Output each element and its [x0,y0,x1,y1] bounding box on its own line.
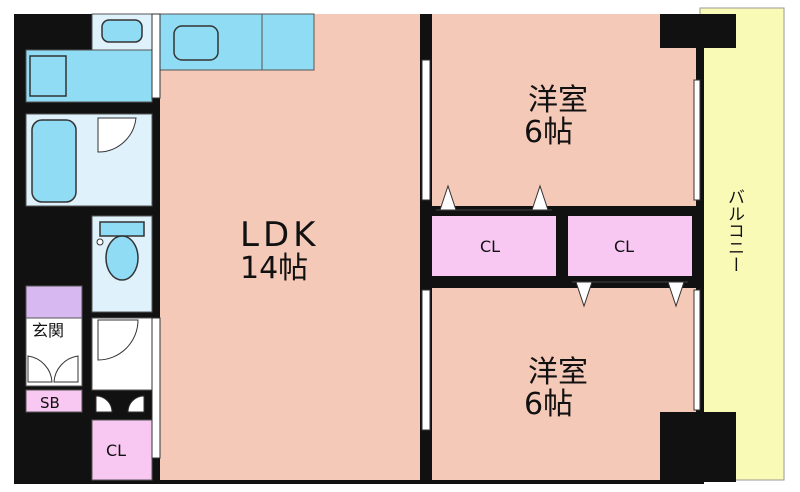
closet-3-floor [91,419,153,481]
window [693,289,701,411]
wall-corner [660,412,700,482]
ldk-floor [160,14,420,480]
wall-corner [660,14,696,48]
toilet-tank-icon [99,221,145,237]
shoe-box-label: SB [40,394,60,412]
sliding-door [151,13,161,99]
bath-door-icon [97,117,137,153]
western-room-2-floor [432,288,696,480]
western-room-2-size: 6帖 [524,387,573,422]
entrance-label: 玄関 [32,321,64,340]
entrance-door-icon [27,355,53,383]
balcony-area [699,7,785,481]
wall-corner [696,14,736,48]
washing-machine-icon [29,55,67,97]
ldk-size-label: 14帖 [240,251,308,286]
ldk-label: LDK [240,215,319,255]
western-room-1-size: 6帖 [524,115,573,150]
washbasin-icon [101,19,143,43]
bathtub-icon [31,119,77,203]
closet-2-label: CL [614,237,634,256]
closet-1-floor [432,216,556,276]
western-room-1-floor [432,14,696,206]
sliding-door [421,289,431,431]
closet-1-label: CL [480,237,500,256]
western-room-2-label: 洋室 [528,355,588,390]
toilet-bowl-icon [105,235,139,281]
shoe-box [25,389,83,413]
hall-door-icon [97,319,139,361]
sliding-door [421,59,431,201]
sink-icon [173,25,219,61]
window [693,79,701,201]
closet-2-floor [568,216,692,276]
closet-3-label: CL [106,441,126,460]
western-room-1-label: 洋室 [528,83,588,118]
sliding-door [151,317,161,459]
balcony-label: バルコニー [724,188,744,273]
wall-corner [696,412,736,482]
